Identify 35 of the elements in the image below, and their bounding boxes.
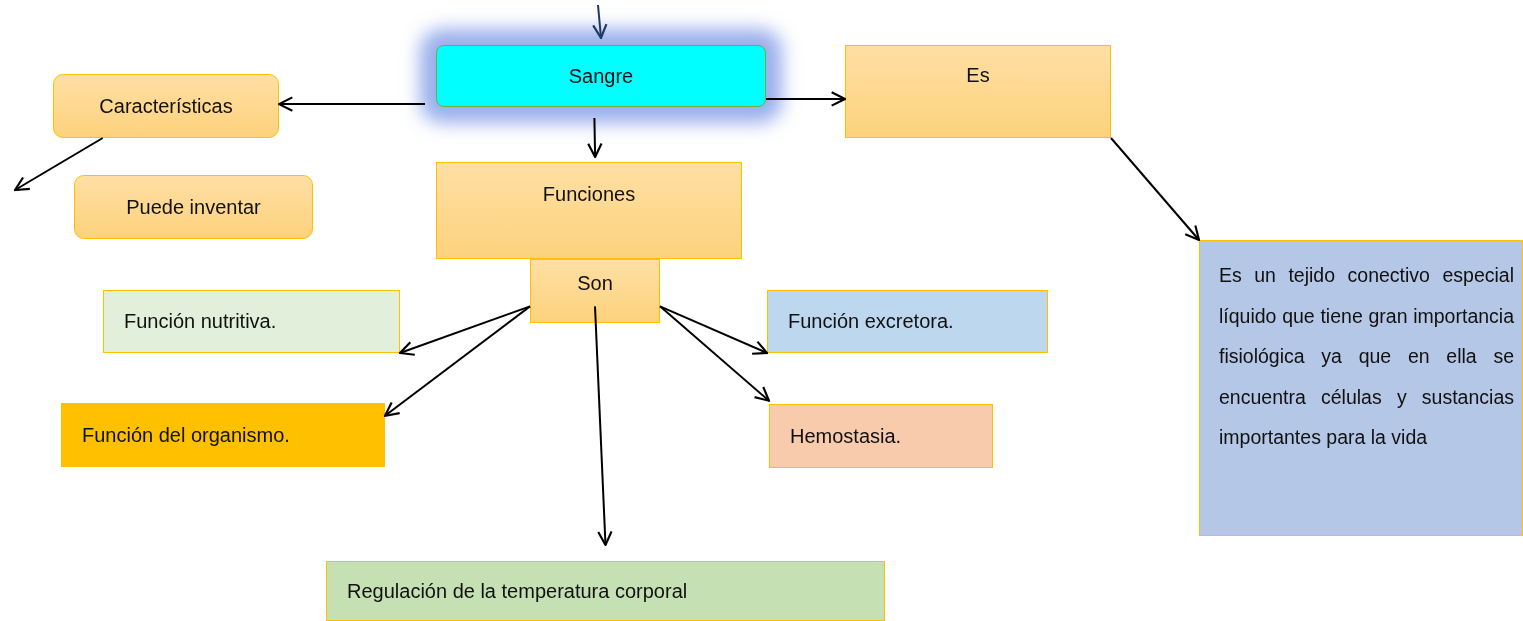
node-label: Es (966, 64, 990, 87)
arrow (383, 305, 531, 417)
arrow (277, 96, 426, 112)
node-label: Función excretora. (788, 310, 955, 333)
process-box (530, 259, 660, 323)
node-label: Son (577, 272, 613, 295)
process-box (61, 403, 385, 467)
arrow (1110, 137, 1201, 242)
description-text: Es un tejido conectivo especial líquido que tiene gran importancia fisiológica ya que en ella se encuentra células y sustancias importantes para la vida (1219, 263, 1514, 450)
arrow (765, 91, 847, 107)
node-label: Funciones (542, 183, 636, 206)
process-box (326, 561, 885, 621)
process-box (53, 74, 279, 138)
process-box (769, 404, 993, 468)
node-label: Sangre (568, 64, 634, 88)
process-box (74, 175, 313, 239)
arrow (594, 305, 613, 547)
arrow (659, 305, 769, 355)
node-label: Función del organismo. (82, 423, 291, 447)
node-label: Puede inventar (126, 195, 261, 219)
process-box (436, 162, 742, 259)
arrow (592, 4, 608, 40)
node-label: Hemostasia. (790, 424, 903, 448)
process-box (767, 290, 1048, 353)
node-label: Función nutritiva. (124, 310, 278, 333)
node-label: Características (99, 94, 233, 118)
process-box (436, 45, 766, 107)
arrow (659, 305, 771, 402)
process-box (845, 45, 1111, 138)
arrow (398, 305, 531, 356)
node-label: Regulación de la temperatura corporal (347, 579, 689, 603)
arrow (587, 117, 603, 159)
process-box (103, 290, 400, 353)
text-box (1199, 240, 1523, 536)
arrow (13, 137, 104, 192)
